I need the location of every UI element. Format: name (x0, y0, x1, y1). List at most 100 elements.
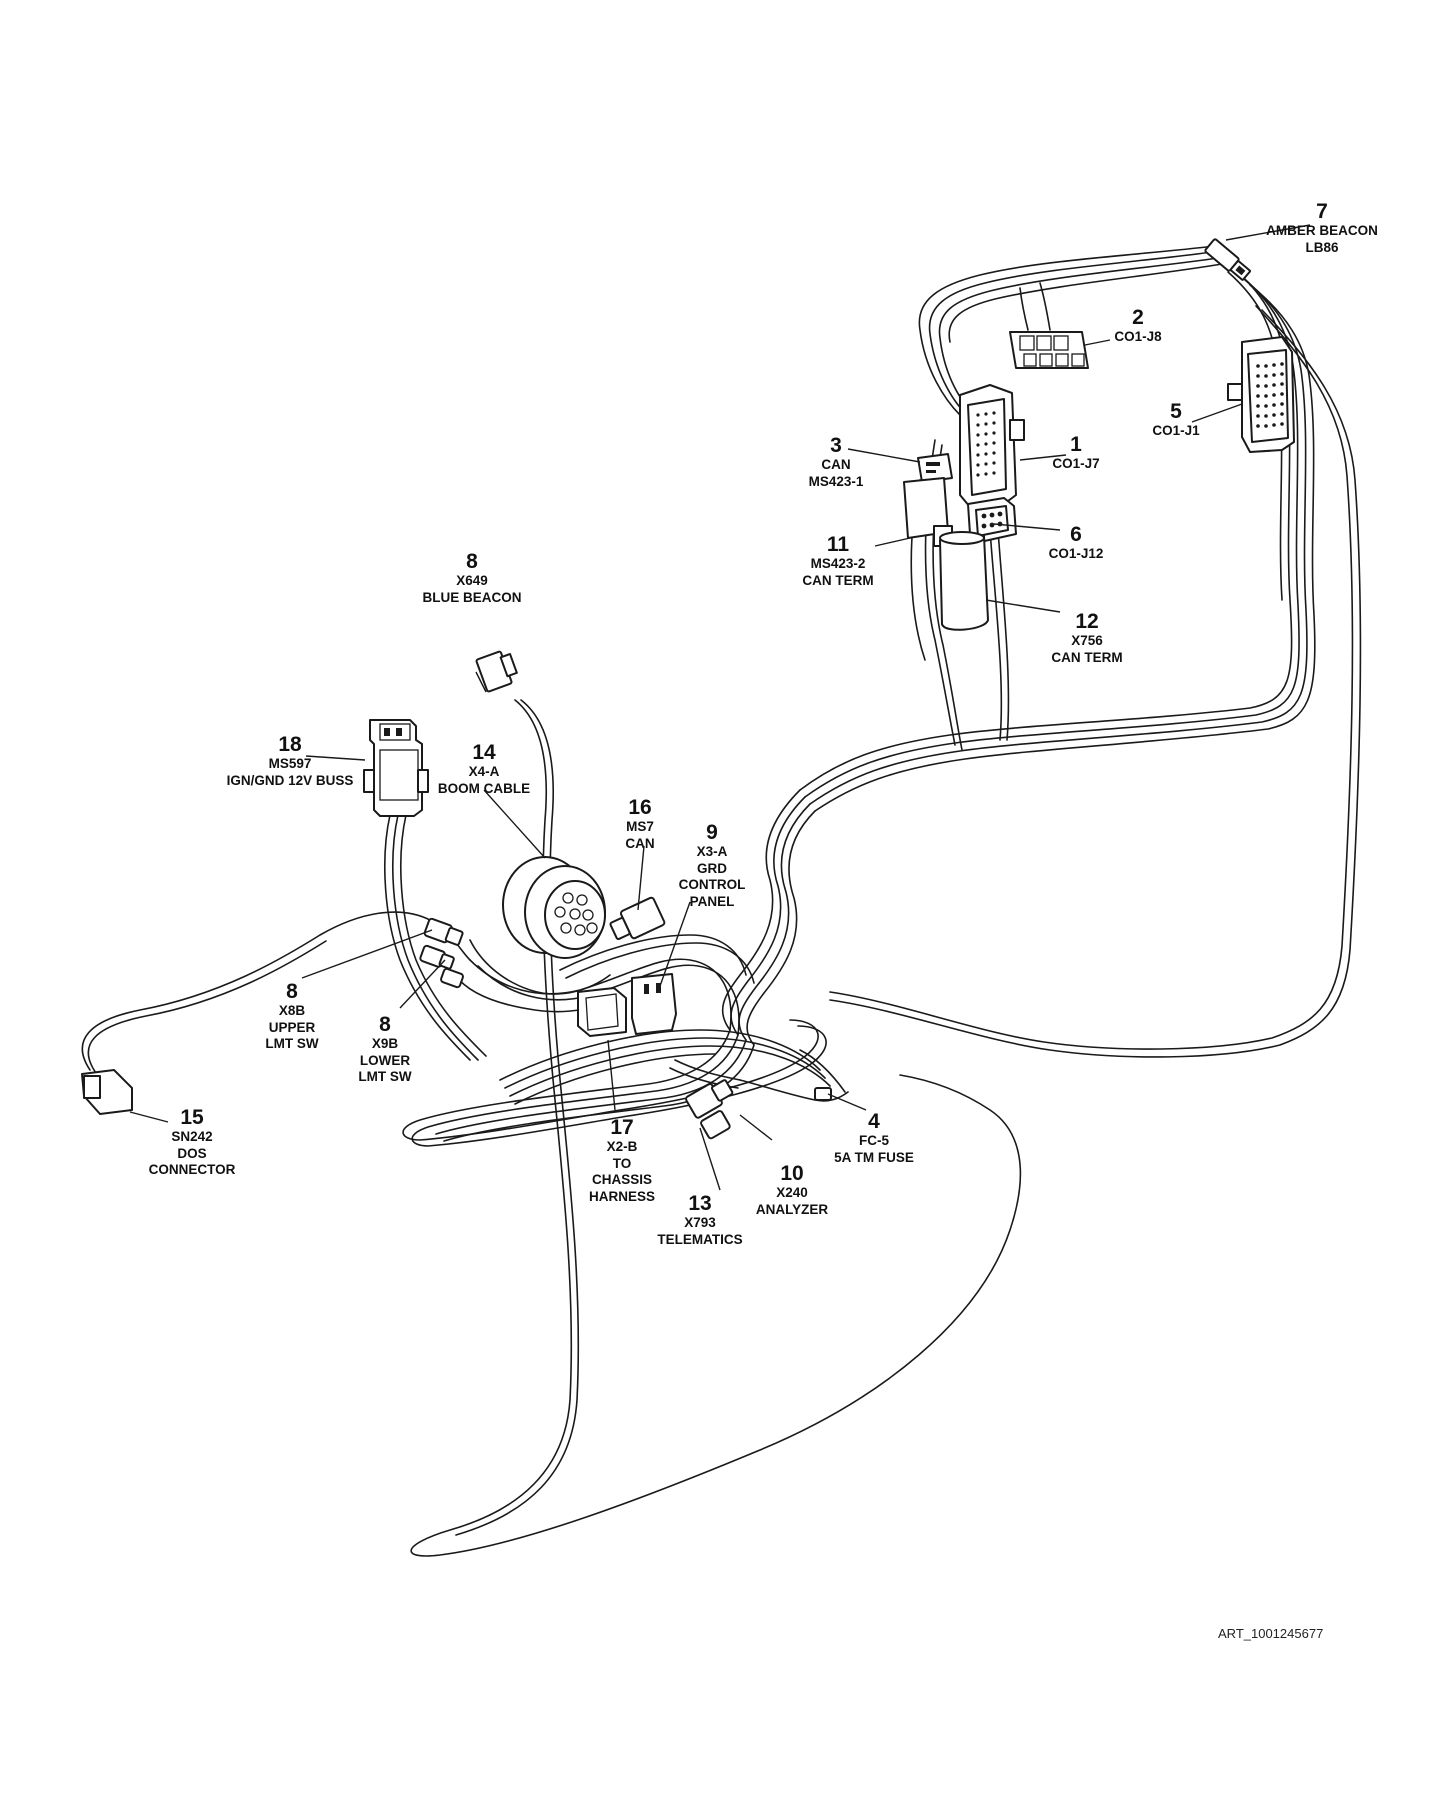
callout-16: 16 MS7 CAN (625, 796, 654, 852)
callout-line: X8B (278, 1003, 306, 1019)
callout-6: 6 CO1-J12 (1049, 523, 1104, 563)
callout-line: CAN TERM (802, 572, 874, 588)
callout-line: X3-A (696, 844, 728, 860)
callout-line: SN242 (171, 1129, 213, 1145)
callout-line: X649 (456, 573, 488, 589)
callout-number: 11 (826, 533, 850, 556)
callout-8-blue-beacon: 8 X649 BLUE BEACON (422, 550, 521, 606)
callout-line: X9B (371, 1036, 399, 1052)
callout-number: 6 (1070, 523, 1082, 546)
callout-line: CO1-J12 (1048, 546, 1104, 562)
x3-a-control-panel-connector (631, 973, 677, 1035)
callout-11: 11 MS423-2 CAN TERM (802, 533, 873, 589)
callout-line: CAN TERM (1051, 649, 1123, 665)
callout-number: 16 (628, 796, 652, 819)
amber-beacon-connector (1204, 238, 1251, 281)
callout-number: 13 (688, 1192, 712, 1215)
callout-number: 17 (610, 1116, 634, 1139)
callout-number: 3 (830, 434, 842, 457)
callout-line: MS423-1 (808, 473, 864, 489)
callout-number: 12 (1075, 610, 1099, 633)
x240-analyzer-connector (685, 1079, 734, 1119)
callout-line: IGN/GND 12V BUSS (226, 772, 354, 788)
callout-number: 9 (706, 821, 718, 844)
co1-j8-connector (1009, 331, 1089, 369)
callout-4: 4 FC-5 5A TM FUSE (834, 1110, 914, 1166)
callout-line: BOOM CABLE (437, 780, 531, 796)
callout-line: ANALYZER (755, 1201, 829, 1217)
callout-line: CO1-J8 (1114, 329, 1162, 345)
callout-number: 18 (278, 733, 302, 756)
callout-line: TELEMATICS (657, 1231, 743, 1247)
callout-line: LB86 (1305, 239, 1339, 255)
callout-number: 14 (472, 741, 496, 764)
x9b-lower-lmt-sw-connector (419, 944, 455, 970)
callout-line: MS423-2 (810, 556, 866, 572)
callout-line: X240 (776, 1185, 808, 1201)
callout-line: UPPER (268, 1019, 316, 1035)
harness-bundle (81, 245, 1362, 1557)
callout-line: CO1-J1 (1152, 423, 1200, 439)
callout-number: 8 (286, 980, 298, 1003)
callout-8-upper-lmt-sw: 8 X8B UPPER LMT SW (265, 980, 318, 1053)
callout-line: CHASSIS (591, 1172, 653, 1188)
callout-number: 10 (780, 1162, 804, 1185)
co1-j7-connector (959, 384, 1025, 508)
callout-line: MS597 (268, 756, 312, 772)
callout-number: 8 (379, 1013, 391, 1036)
sn242-dos-connector (81, 1069, 133, 1115)
callout-line: PANEL (689, 893, 735, 909)
fc-5-fuse (814, 1087, 832, 1101)
callout-line: 5A TM FUSE (834, 1149, 914, 1165)
callout-9: 9 X3-A GRD CONTROL PANEL (679, 821, 746, 910)
callout-line: LMT SW (265, 1036, 319, 1052)
callout-line: GRD (697, 860, 727, 876)
callout-12: 12 X756 CAN TERM (1051, 610, 1122, 666)
x9b-lower-lmt-sw-connector-mate (440, 967, 464, 989)
callout-line: HARNESS (588, 1188, 656, 1204)
callout-number: 15 (180, 1106, 204, 1129)
callout-number: 8 (466, 550, 478, 573)
callout-number: 5 (1170, 400, 1182, 423)
callout-18: 18 MS597 IGN/GND 12V BUSS (227, 733, 354, 789)
callout-line: LOWER (359, 1052, 411, 1068)
ms597-connector (363, 719, 429, 817)
callout-10: 10 X240 ANALYZER (756, 1162, 828, 1218)
callout-number: 4 (868, 1110, 880, 1133)
callout-line: FC-5 (858, 1133, 889, 1149)
x793-telematics-connector (700, 1110, 731, 1140)
callout-line: X4-A (468, 764, 500, 780)
callout-line: X793 (684, 1215, 716, 1231)
callout-14: 14 X4-A BOOM CABLE (438, 741, 530, 797)
callout-line: X2-B (606, 1139, 638, 1155)
x2-b-chassis-connector (577, 987, 627, 1037)
callout-number: 2 (1132, 306, 1144, 329)
callout-line: CAN (625, 835, 655, 851)
leader-lines (129, 224, 1311, 1191)
x649-blue-beacon-connector (475, 650, 518, 693)
callout-line: LMT SW (358, 1069, 412, 1085)
ms423-1-can-connector (917, 453, 953, 483)
callout-2: 2 CO1-J8 (1114, 306, 1161, 346)
callout-number: 7 (1316, 200, 1328, 223)
callout-1: 1 CO1-J7 (1052, 433, 1099, 473)
callout-line: CAN (821, 457, 851, 473)
callout-15: 15 SN242 DOS CONNECTOR (149, 1106, 236, 1179)
x756-can-term (939, 531, 989, 631)
callout-3: 3 CAN MS423-1 (809, 434, 864, 490)
callout-5: 5 CO1-J1 (1152, 400, 1199, 440)
callout-8-lower-lmt-sw: 8 X9B LOWER LMT SW (358, 1013, 411, 1086)
x8b-upper-lmt-sw-connector (423, 917, 464, 946)
co1-j1-connector (1227, 336, 1295, 453)
callout-7: 7 AMBER BEACON LB86 (1266, 200, 1378, 256)
ms7-can-connector (609, 896, 666, 941)
callout-line: TO (612, 1155, 632, 1171)
callout-17: 17 X2-B TO CHASSIS HARNESS (589, 1116, 655, 1205)
callout-line: MS7 (626, 819, 654, 835)
callout-13: 13 X793 TELEMATICS (657, 1192, 742, 1248)
callout-line: BLUE BEACON (422, 589, 522, 605)
callout-line: X756 (1071, 633, 1103, 649)
callout-line: CONNECTOR (148, 1162, 236, 1178)
callout-line: DOS (177, 1145, 207, 1161)
